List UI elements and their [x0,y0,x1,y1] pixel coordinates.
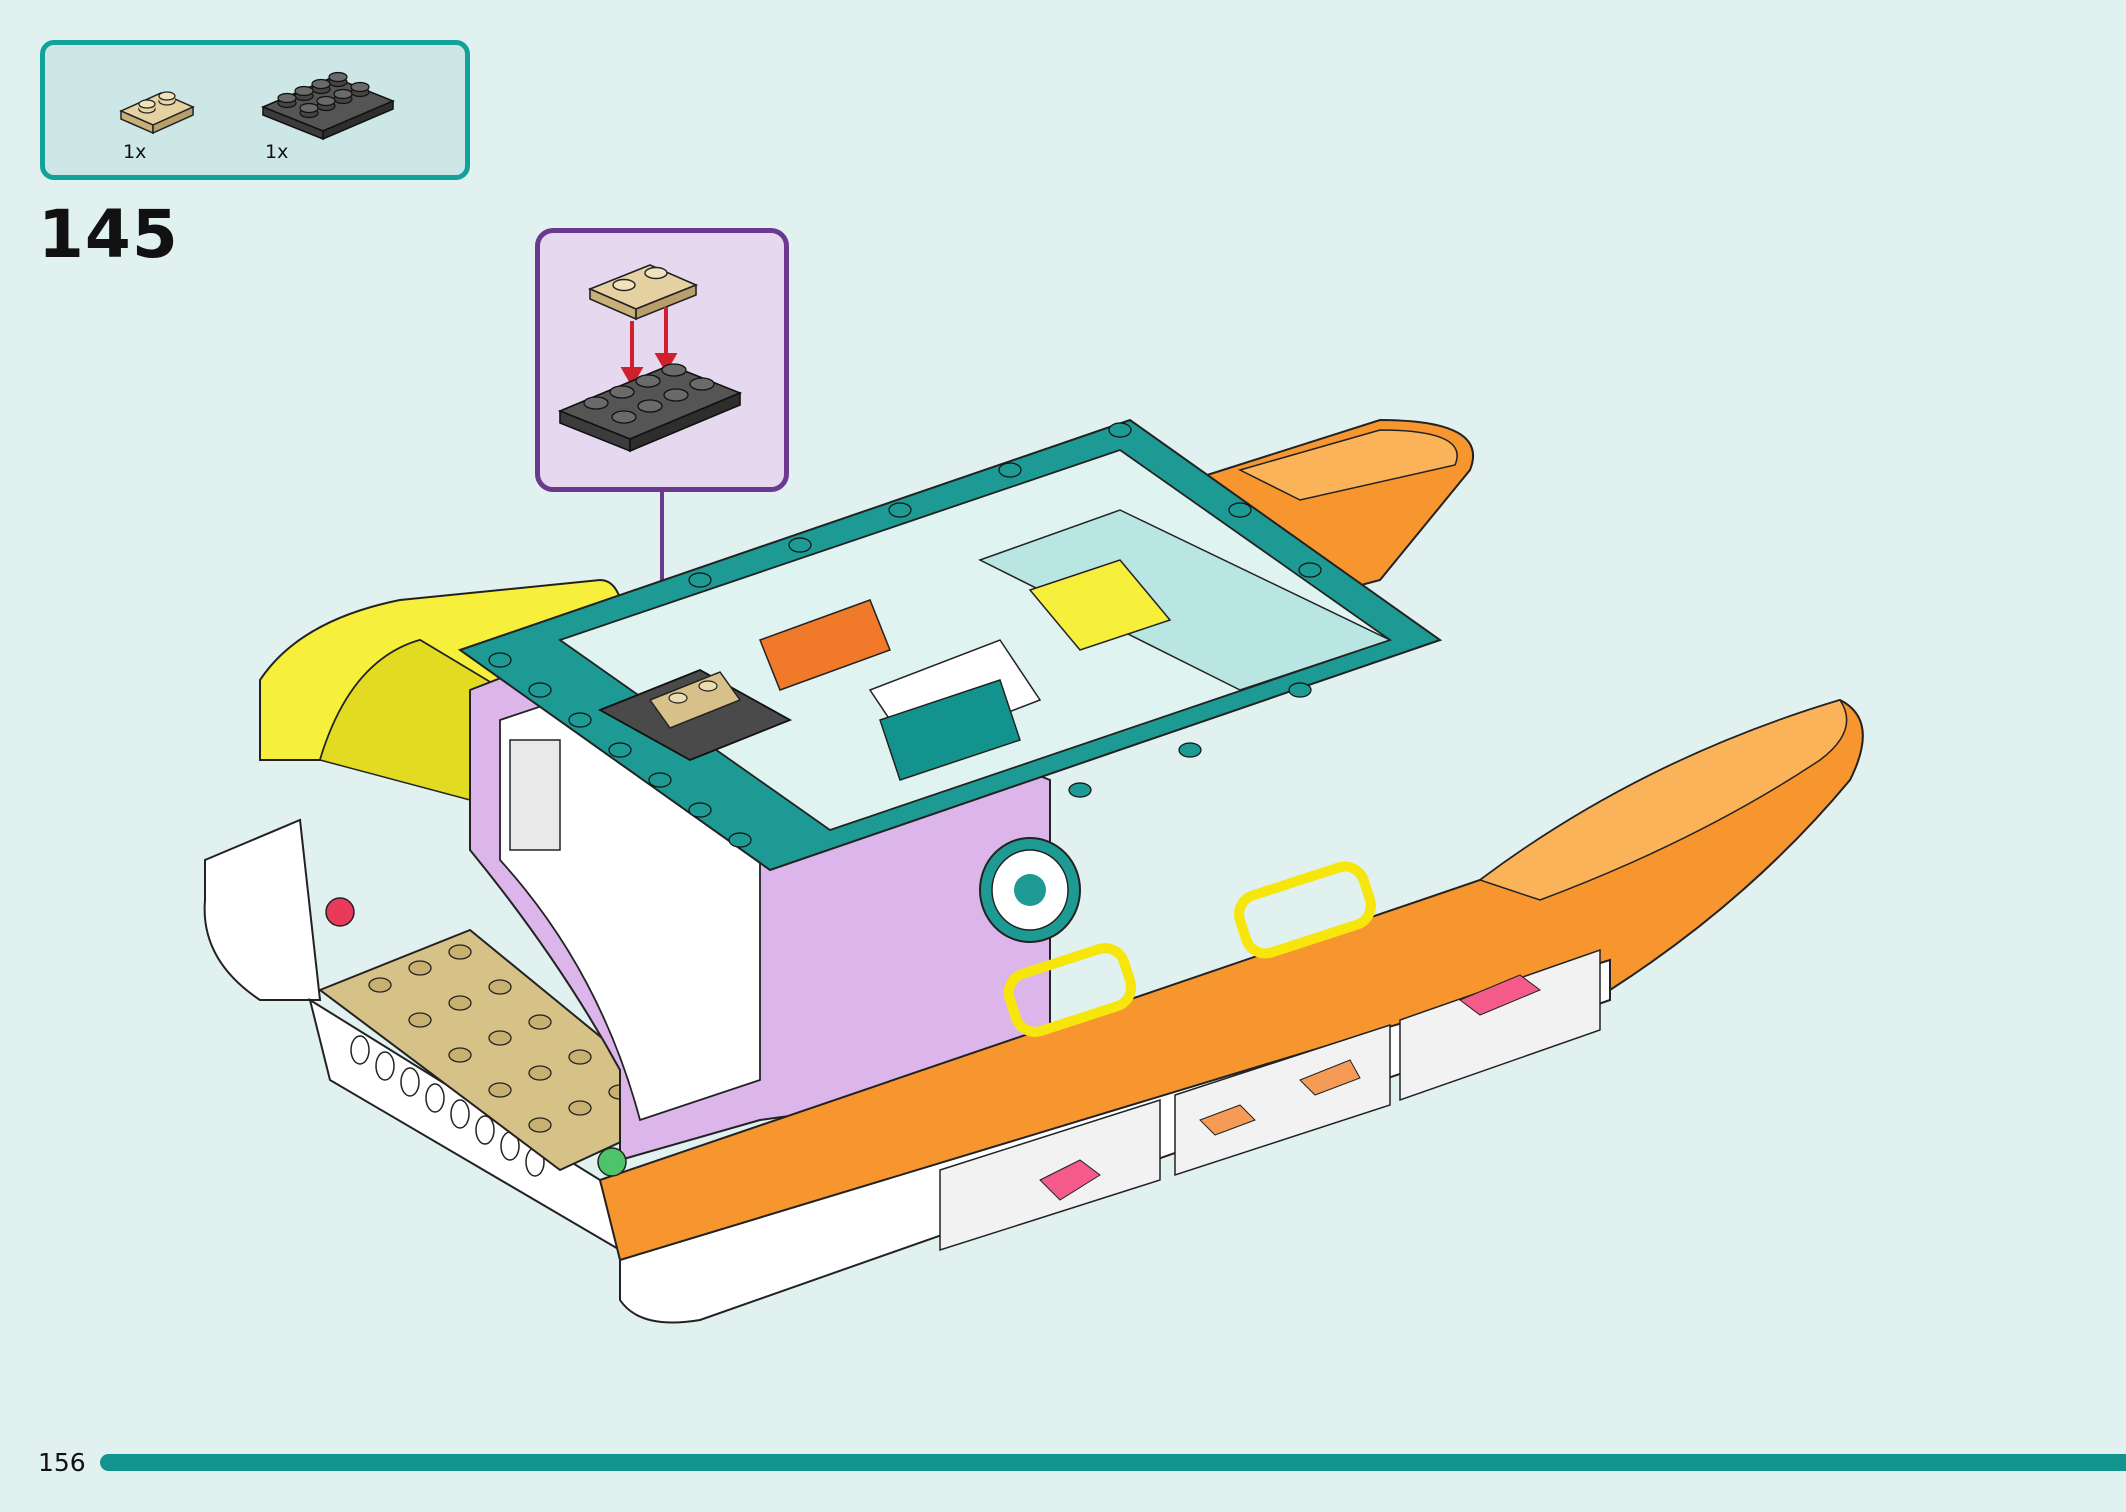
tan-plate-1x2-icon [119,91,195,135]
page-number: 156 [38,1448,86,1477]
footer-bar [100,1454,2126,1471]
red-light-icon [325,897,355,927]
dark-gray-plate-2x4-icon [261,71,395,141]
sub-assembly-callout [535,228,789,492]
tan-plate-quantity: 1x [123,141,147,163]
dark-gray-plate-quantity: 1x [265,141,289,163]
placed-plates [597,669,793,761]
recycle-emblem [979,837,1081,943]
green-light-icon [597,1147,627,1177]
front-pontoon [598,698,1864,1324]
sub-assembly-icon [557,264,743,453]
stern-platform [203,818,622,1253]
step-number: 145 [38,196,179,273]
teal-roof-frame [457,418,1443,872]
yellow-handrails [1003,861,1376,1037]
parts-list-box: 1x 1x [40,40,470,180]
